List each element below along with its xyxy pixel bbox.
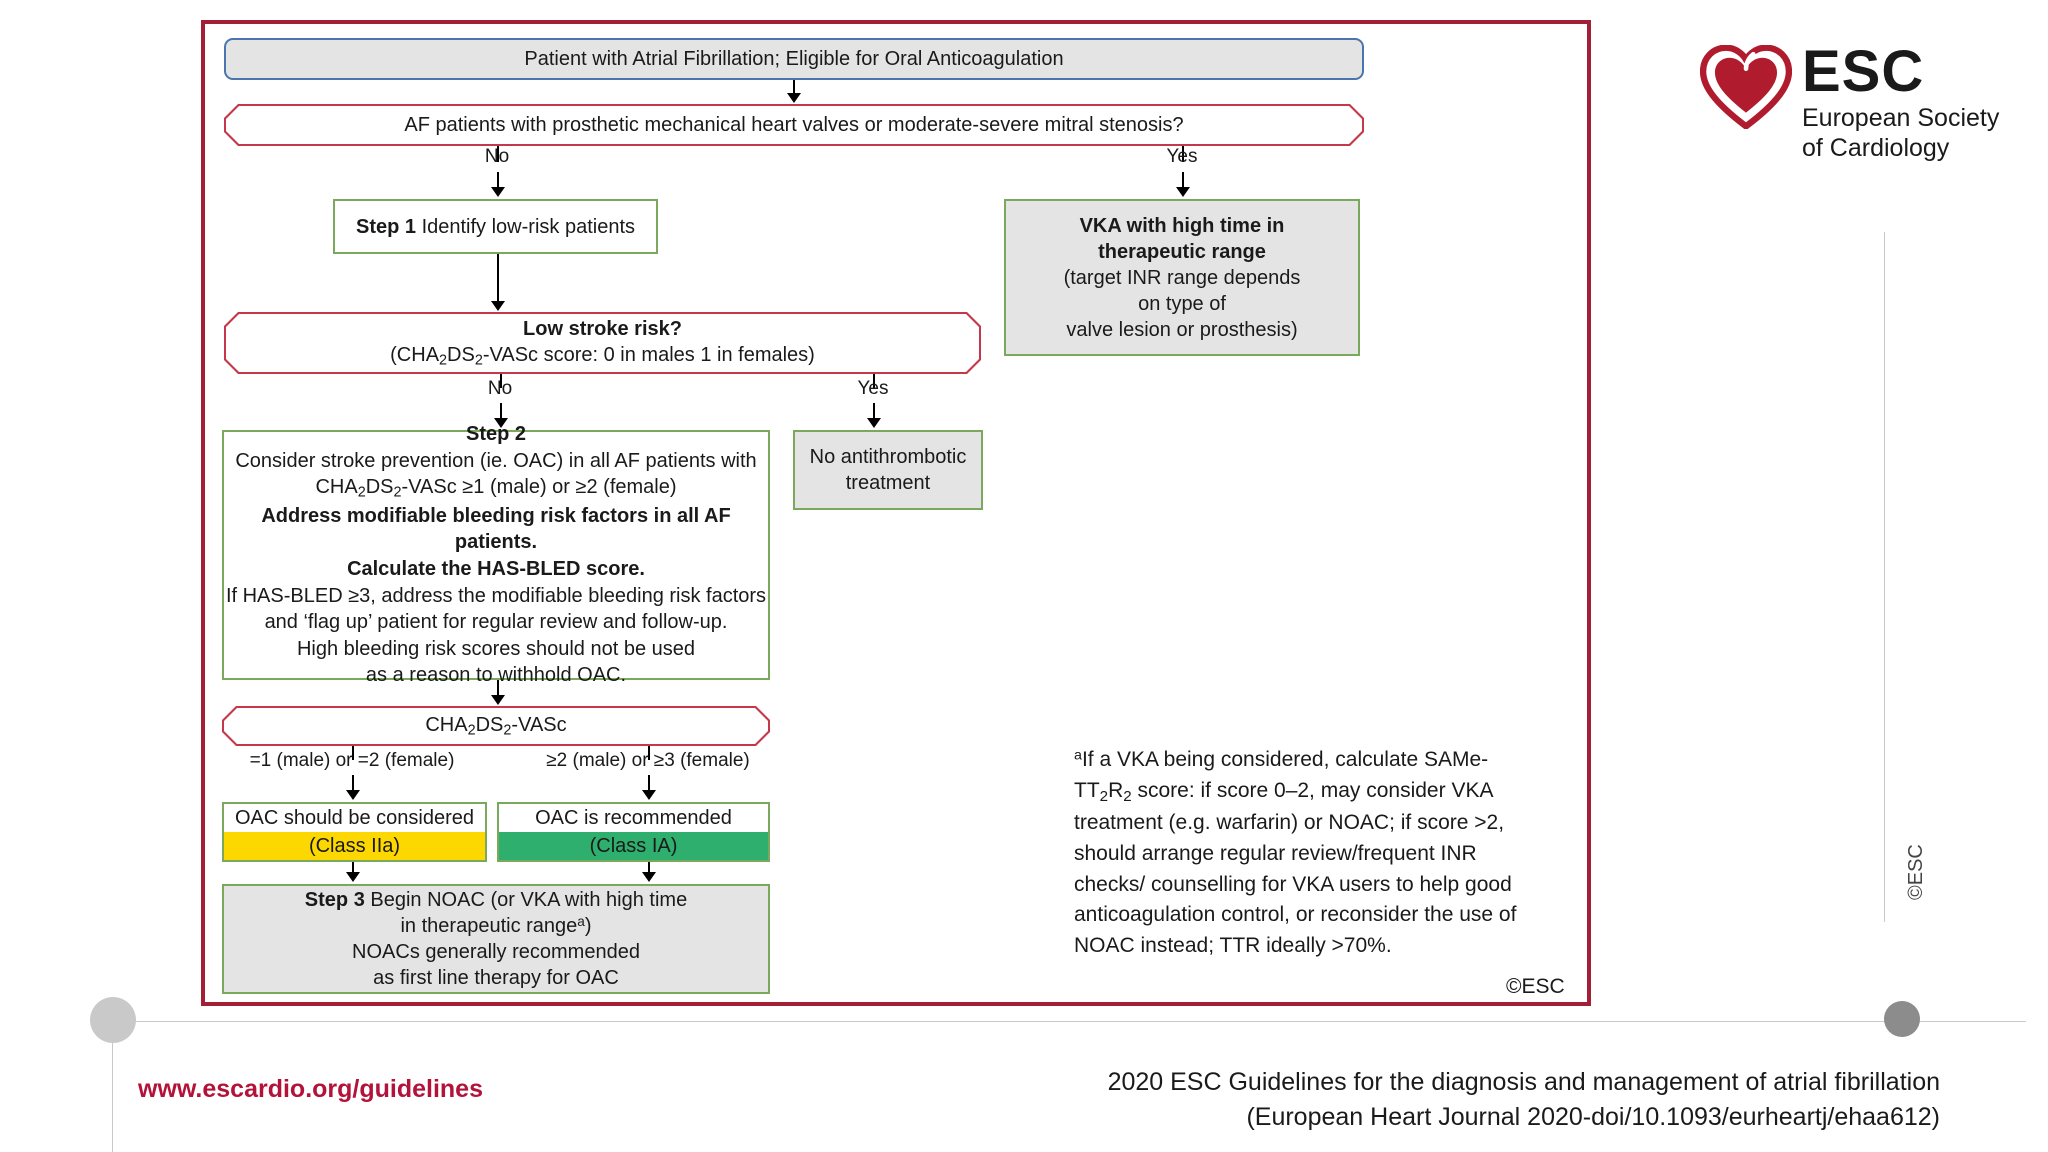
- connector-step1-to-lowrisk: [497, 254, 499, 304]
- arrowhead-ia-to-step3: [642, 872, 656, 882]
- esc-logo-line2: of Cardiology: [1802, 133, 1950, 162]
- decision-lowrisk-fill: [226, 314, 979, 372]
- footer-horizontal-rule: [108, 1021, 2026, 1022]
- diagram-frame: [201, 20, 1591, 1006]
- branch-score-right-label: ≥2 (male) or ≥3 (female): [546, 750, 750, 771]
- connector-no-to-step1: [497, 172, 499, 190]
- branch-valvular-yes-label: Yes: [1166, 146, 1198, 167]
- footnote-marker: a: [1074, 747, 1082, 764]
- branch-score-right-stem: [648, 746, 650, 760]
- branch-valvular-no-label: No: [484, 146, 510, 167]
- header-node: Patient with Atrial Fibrillation; Eligib…: [224, 38, 1364, 80]
- vka-line5: valve lesion or prosthesis): [1066, 318, 1298, 341]
- rec-considered-class: (Class IIa): [224, 832, 485, 860]
- step3-node: Step 3 Begin NOAC (or VKA with high time…: [222, 884, 770, 994]
- footer-citation: 2020 ESC Guidelines for the diagnosis an…: [900, 1065, 1940, 1134]
- connector-score-left-to-rec: [352, 775, 354, 793]
- step3-line4: as first line therapy for OAC: [373, 967, 619, 990]
- arrowhead-iia-to-step3: [346, 872, 360, 882]
- decision-score-fill: [224, 708, 768, 744]
- decision-valvular-node: AF patients with prosthetic mechanical h…: [224, 104, 1364, 146]
- decision-lowrisk-title: Low stroke risk?: [523, 317, 682, 340]
- step2-line5: If HAS-BLED ≥3, address the modifiable b…: [225, 584, 767, 607]
- no-treatment-line2: treatment: [845, 472, 931, 494]
- step3-step-label: Step 3: [304, 888, 365, 911]
- rec-recommended-node: OAC is recommended (Class IA): [497, 802, 770, 862]
- decision-valvular-fill: [226, 106, 1362, 144]
- branch-lowrisk-yes-label: Yes: [857, 378, 889, 399]
- connector-lowrisk-yes-to-notreat: [873, 403, 875, 421]
- step3-line2: in therapeutic rangea): [400, 913, 592, 938]
- footer-dot-left: [90, 997, 136, 1043]
- arrowhead-score-right-to-rec: [642, 790, 656, 800]
- footer-vertical-rule: [112, 1043, 113, 1152]
- copyright-inline: ©ESC: [1500, 975, 1571, 999]
- branch-valvular-no-stem: [497, 146, 499, 162]
- branch-lowrisk-no-label: No: [487, 378, 513, 399]
- decision-lowrisk-subtitle: (CHA2DS2-VASc score: 0 in males 1 in fem…: [390, 343, 815, 369]
- branch-score-left-stem: [352, 746, 354, 760]
- vka-line4: on type of: [1138, 292, 1226, 315]
- arrowhead-no-to-step1: [491, 187, 505, 197]
- decision-valvular-label: AF patients with prosthetic mechanical h…: [404, 114, 1184, 136]
- connector-iia-to-step3: [352, 862, 354, 875]
- footnote-text: aIf a VKA being considered, calculate SA…: [1074, 747, 1517, 958]
- footer-citation-line1: 2020 ESC Guidelines for the diagnosis an…: [1107, 1068, 1940, 1096]
- rec-recommended-class: (Class IA): [499, 832, 768, 860]
- esc-logo: ESC European Society of Cardiology: [1700, 39, 2000, 163]
- esc-logo-line1: European Society: [1802, 104, 2000, 133]
- no-treatment-node: No antithrombotic treatment: [793, 430, 983, 510]
- step3-line3: NOACs generally recommended: [352, 941, 640, 964]
- arrowhead-lowrisk-no-to-step2: [494, 418, 508, 428]
- rec-considered-text: OAC should be considered: [224, 804, 485, 832]
- arrowhead-yes-to-vka: [1176, 187, 1190, 197]
- vka-line2: therapeutic range: [1098, 240, 1266, 263]
- step2-line8: as a reason to withhold OAC.: [365, 664, 627, 687]
- rec-considered-node: OAC should be considered (Class IIa): [222, 802, 487, 862]
- esc-heart-icon: [1700, 45, 1792, 129]
- arrowhead-header-to-valvular: [787, 93, 801, 103]
- step1-node: Step 1 Identify low-risk patients: [333, 199, 658, 254]
- esc-logo-acronym: ESC: [1802, 39, 1925, 104]
- no-treatment-line1: No antithrombotic: [809, 446, 967, 468]
- decision-score-node: CHA2DS2-VASc: [222, 706, 770, 746]
- branch-score-left-label: =1 (male) or =2 (female): [249, 750, 455, 771]
- step2-line3: Address modifiable bleeding risk factors…: [261, 504, 731, 554]
- step2-line1: Consider stroke prevention (ie. OAC) in …: [235, 449, 757, 472]
- rec-recommended-text: OAC is recommended: [499, 804, 768, 832]
- arrowhead-lowrisk-yes-to-notreat: [867, 418, 881, 428]
- vka-line3: (target INR range depends: [1063, 266, 1301, 289]
- decision-score-label: CHA2DS2-VASc: [425, 713, 567, 739]
- step2-line6: and ‘flag up’ patient for regular review…: [264, 611, 728, 634]
- step2-line7: High bleeding risk scores should not be …: [296, 637, 696, 660]
- branch-lowrisk-yes-stem: [873, 374, 875, 388]
- header-label: Patient with Atrial Fibrillation; Eligib…: [524, 48, 1064, 70]
- vka-line1: VKA with high time in: [1079, 214, 1285, 237]
- connector-lowrisk-no-to-step2: [500, 403, 502, 421]
- arrowhead-step1-to-lowrisk: [491, 301, 505, 311]
- step1-step-label: Step 1: [355, 215, 417, 238]
- step2-line2: CHA2DS2-VASc ≥1 (male) or ≥2 (female): [315, 476, 677, 501]
- arrowhead-score-left-to-rec: [346, 790, 360, 800]
- footer-url-link[interactable]: www.escardio.org/guidelines: [138, 1075, 483, 1103]
- connector-yes-to-vka: [1182, 172, 1184, 190]
- right-vertical-rule: [1884, 232, 1885, 922]
- vka-node: VKA with high time in therapeutic range …: [1004, 199, 1360, 356]
- branch-lowrisk-no-stem: [500, 374, 502, 388]
- connector-step2-to-score: [497, 680, 499, 698]
- branch-valvular-yes-stem: [1182, 146, 1184, 162]
- decision-lowrisk-node: Low stroke risk? (CHA2DS2-VASc score: 0 …: [224, 312, 981, 374]
- footer-citation-line2: (European Heart Journal 2020-doi/10.1093…: [1246, 1102, 1940, 1131]
- arrowhead-step2-to-score: [491, 695, 505, 705]
- step1-text: Identify low-risk patients: [421, 215, 635, 238]
- copyright-vertical: ©ESC: [1905, 844, 1927, 900]
- step2-line4: Calculate the HAS-BLED score.: [347, 558, 645, 581]
- step2-node: Step 2 Consider stroke prevention (ie. O…: [222, 423, 770, 686]
- connector-ia-to-step3: [648, 862, 650, 875]
- connector-header-to-valvular: [793, 80, 795, 96]
- connector-score-right-to-rec: [648, 775, 650, 793]
- step2-step-label: Step 2: [465, 422, 527, 445]
- step3-line1: Begin NOAC (or VKA with high time: [370, 888, 688, 911]
- footer-dot-right: [1884, 1001, 1920, 1037]
